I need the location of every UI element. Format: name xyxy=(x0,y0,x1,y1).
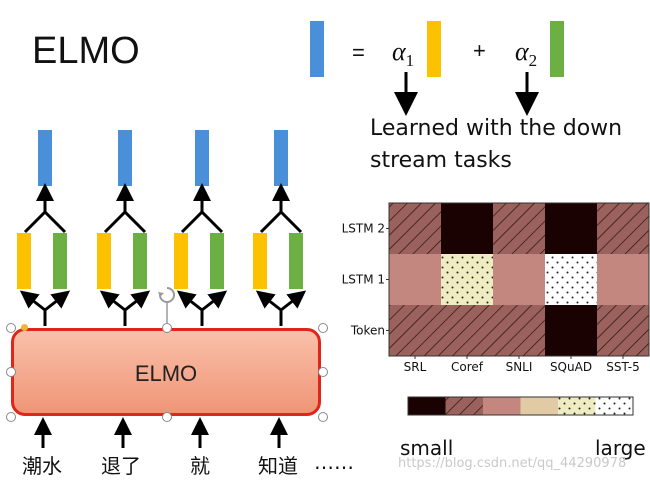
learned-note: Learned with the down stream tasks xyxy=(370,113,622,177)
heatmap-cell-lstm-1-coref xyxy=(441,254,493,305)
scale-large-label: large xyxy=(595,436,646,460)
output-vector-1 xyxy=(38,130,52,186)
heatmap-cell-lstm-1-srl xyxy=(389,254,441,305)
backward-vector-4 xyxy=(289,233,303,289)
word-ellipsis: …… xyxy=(314,450,354,474)
output-vector-3 xyxy=(195,130,209,186)
backward-vector-1 xyxy=(53,233,67,289)
blue-vector xyxy=(310,21,324,77)
resize-handle[interactable] xyxy=(318,367,328,377)
alpha-1-symbol: α1 xyxy=(392,37,415,71)
word-1: 潮水 xyxy=(22,454,62,478)
forward-vector-1 xyxy=(17,233,31,289)
word-2: 退了 xyxy=(101,454,141,478)
heatmap-cell-lstm-2-snli xyxy=(493,203,545,254)
resize-handle[interactable] xyxy=(318,412,328,422)
backward-vector-2 xyxy=(133,233,147,289)
word-row: 潮水 退了 就 知道 …… xyxy=(0,450,360,480)
resize-handle[interactable] xyxy=(6,367,16,377)
scale-small-label: small xyxy=(400,436,454,460)
split-arrow-right-4 xyxy=(280,290,307,312)
split-arrow-left-1 xyxy=(19,290,46,312)
heatmap-row-label: Token xyxy=(350,324,385,338)
forward-vector-4 xyxy=(253,233,267,289)
alpha-2-symbol: α2 xyxy=(515,37,538,71)
output-vector-4 xyxy=(274,130,288,186)
split-arrow-right-1 xyxy=(44,290,71,312)
merge-connector-1 xyxy=(23,209,67,234)
resize-handle[interactable] xyxy=(6,323,16,333)
heatmap-cell-lstm-1-snli xyxy=(493,254,545,305)
heatmap-cell-lstm-2-sst-5 xyxy=(597,203,649,254)
heatmap-column-label: SNLI xyxy=(506,360,533,374)
adjust-handle[interactable] xyxy=(21,324,28,331)
rotate-handle-icon[interactable] xyxy=(156,284,178,328)
merge-connector-4 xyxy=(259,209,303,234)
heatmap-row-label: LSTM 2 xyxy=(342,222,385,236)
heatmap-column-label: SST-5 xyxy=(606,360,639,374)
split-arrow-left-2 xyxy=(99,290,126,312)
split-arrow-left-4 xyxy=(255,290,282,312)
heatmap-cell-lstm-2-coref xyxy=(441,203,493,254)
elmo-model-box[interactable]: ELMO xyxy=(11,328,321,416)
forward-vector-2 xyxy=(97,233,111,289)
merge-connector-3 xyxy=(180,209,224,234)
resize-handle[interactable] xyxy=(318,323,328,333)
elmo-architecture xyxy=(17,130,307,448)
alpha-arrows xyxy=(394,72,539,116)
learned-note-line-2: stream tasks xyxy=(370,148,512,173)
heatmap-cell-token-coref xyxy=(441,305,493,356)
merge-connector-2 xyxy=(103,209,147,234)
heatmap-column-label: Coref xyxy=(451,360,484,374)
learned-note-line-1: Learned with the down xyxy=(370,116,623,141)
resize-handle[interactable] xyxy=(6,412,16,422)
watermark: https://blog.csdn.net/qq_44290978 xyxy=(398,456,627,471)
heatmap-cell-token-snli xyxy=(493,305,545,356)
plus-sign: + xyxy=(473,38,486,63)
heatmap-cell-lstm-2-srl xyxy=(389,203,441,254)
scale-swatch-1 xyxy=(445,397,483,415)
formula: = α1 + α2 xyxy=(0,0,650,80)
green-vector xyxy=(550,21,564,77)
equals-sign: = xyxy=(352,40,365,65)
resize-handle[interactable] xyxy=(162,412,172,422)
split-arrow-right-3 xyxy=(201,290,228,312)
scale-swatch-2 xyxy=(483,397,521,415)
layer-weight-heatmap: LSTM 2 LSTM 1 Token SRL Coref SNLI SQuAD SST-5 xyxy=(342,202,650,374)
forward-vector-3 xyxy=(174,233,188,289)
heatmap-cell-lstm-2-squad xyxy=(545,203,597,254)
yellow-vector xyxy=(427,21,441,77)
page-title: ELMO xyxy=(32,30,140,72)
elmo-model-label: ELMO xyxy=(134,361,198,386)
heatmap-cell-token-srl xyxy=(389,305,441,356)
scale-swatch-4 xyxy=(558,397,596,415)
heatmap-cell-lstm-1-squad xyxy=(545,254,597,305)
heatmap-column-label: SQuAD xyxy=(550,360,592,374)
split-arrow-right-2 xyxy=(124,290,151,312)
scale-swatch-3 xyxy=(520,397,558,415)
scale-swatch-5 xyxy=(595,397,633,415)
split-arrow-left-3 xyxy=(176,290,203,312)
word-4: 知道 xyxy=(258,454,298,478)
output-vector-2 xyxy=(118,130,132,186)
scale-swatch-0 xyxy=(408,397,446,415)
heatmap-cell-lstm-1-sst-5 xyxy=(597,254,649,305)
heatmap-cell-token-squad xyxy=(545,305,597,356)
backward-vector-3 xyxy=(210,233,224,289)
heatmap-row-label: LSTM 1 xyxy=(342,273,385,287)
scale-colorbar xyxy=(407,396,634,416)
scale-border xyxy=(407,396,634,416)
heatmap-cell-token-sst-5 xyxy=(597,305,649,356)
heatmap-column-label: SRL xyxy=(404,360,427,374)
word-3: 就 xyxy=(190,454,210,478)
